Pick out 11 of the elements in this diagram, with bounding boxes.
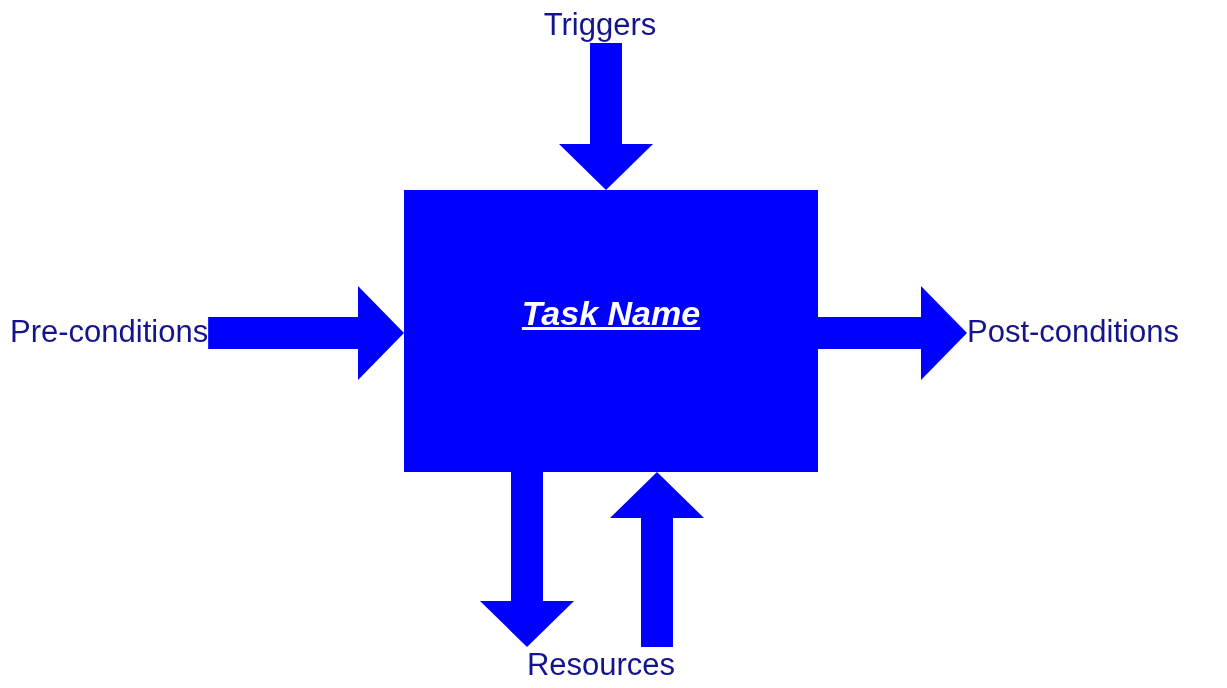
node-label: Triggers [543, 7, 657, 43]
node-label: Resources [526, 647, 676, 683]
task-title: Task Name [521, 293, 701, 333]
node-label: Pre-conditions [10, 314, 209, 350]
block-arrow [480, 472, 574, 647]
block-arrow [610, 472, 704, 647]
task-box [404, 190, 818, 472]
node-label: Post-conditions [967, 314, 1179, 350]
block-arrow [559, 43, 653, 190]
block-arrow [208, 286, 404, 380]
block-arrow [818, 286, 967, 380]
